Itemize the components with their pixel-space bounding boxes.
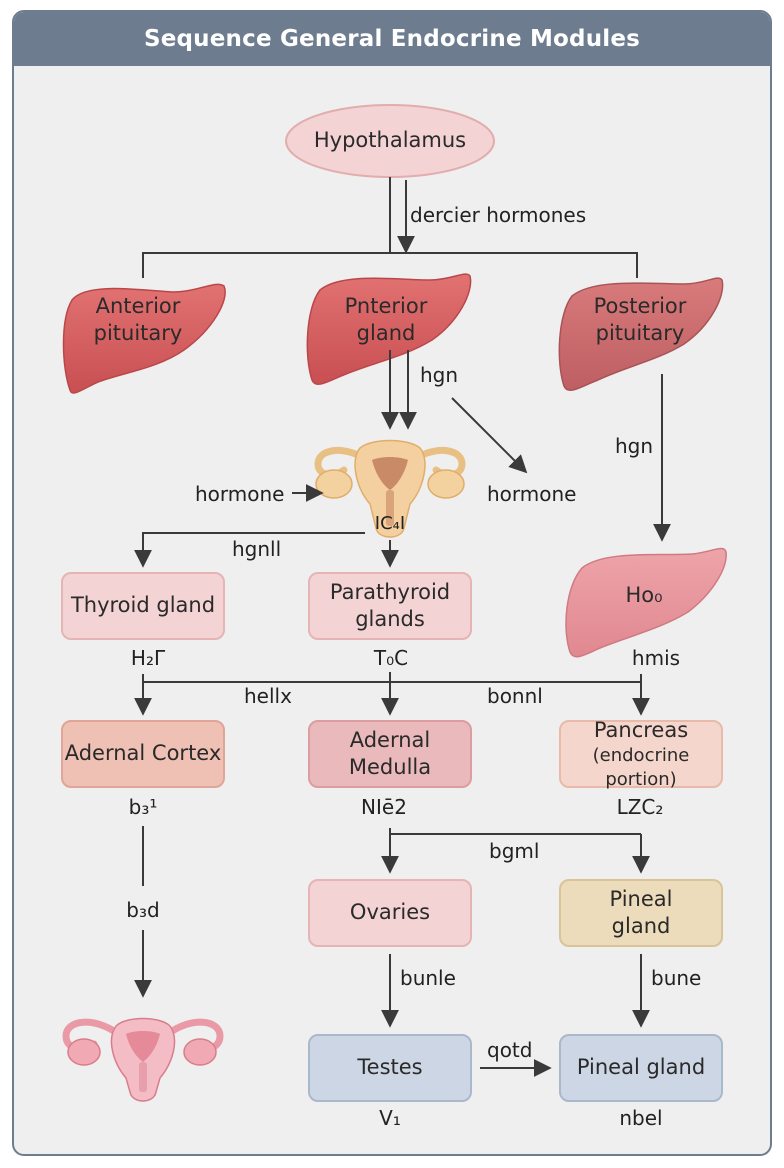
edge-label-lzc: LZC₂	[616, 795, 664, 819]
edge-label-b3-top: b₃¹	[128, 795, 158, 819]
adrenal-medulla-label: Adernal Medulla	[348, 727, 432, 779]
edge-label-c4: IC₄I	[374, 513, 406, 534]
edge-label-h2: H₂Γ	[130, 646, 166, 670]
anterior-pituitary-label: Anterior pituitary	[93, 294, 183, 346]
adrenal-medulla-node: Adernal Medulla	[308, 720, 472, 788]
pineal-gland-bottom-node: Pineal gland	[559, 1034, 723, 1102]
pancreas-node: Pancreas (endocrine portion)	[559, 717, 723, 790]
arrow-to-thyroid	[134, 532, 365, 568]
edge-label-hormone-right: hormone	[487, 482, 577, 506]
edge-label-bgml: bgml	[489, 839, 540, 863]
edge-label-nbel: nbel	[619, 1106, 663, 1130]
ovaries-node: Ovaries	[308, 879, 472, 947]
edge-label-bunle: bunle	[400, 966, 456, 990]
line-top-branch	[142, 252, 638, 278]
edge-label-hormone-left: hormone	[195, 482, 285, 506]
pnterior-gland-label: Pnterior gland	[344, 294, 428, 346]
hypothalamus-label: Hypothalamus	[313, 128, 467, 152]
adrenal-cortex-node: Adernal Cortex	[61, 720, 225, 788]
posterior-pituitary-shape	[558, 277, 724, 391]
ho-label: Ho₀	[625, 583, 663, 607]
ho-organ-shape	[565, 547, 727, 658]
anterior-pituitary-shape	[62, 283, 226, 394]
edge-label-bune: bune	[651, 966, 702, 990]
edge-label-hellx: hellx	[244, 684, 292, 708]
arrow-to-hormone-right	[451, 397, 528, 474]
posterior-pituitary-label: Posterior pituitary	[593, 294, 687, 346]
edge-label-dercier: dercier hormones	[410, 203, 587, 227]
edge-label-hgn-center: hgn	[420, 363, 459, 387]
pineal-gland-bottom-label: Pineal gland	[576, 1055, 706, 1080]
thyroid-gland-node: Thyroid gland	[61, 572, 225, 640]
edge-label-qotd: qotd	[487, 1038, 533, 1062]
pancreas-label: Pancreas	[593, 717, 689, 742]
pineal-gland-top-node: Pineal gland	[559, 879, 723, 947]
edge-label-hmis: hmis	[631, 646, 681, 670]
parathyroid-node: Parathyroid glands	[308, 572, 472, 640]
edge-label-hgnll: hgnll	[232, 537, 282, 561]
ovaries-label: Ovaries	[349, 900, 431, 925]
testes-label: Testes	[357, 1055, 423, 1080]
pancreas-sublabel: (endocrine portion)	[592, 745, 690, 790]
uterus-bottom-illustration	[62, 1017, 224, 1102]
edge-label-bonnl: bonnl	[487, 684, 543, 708]
pineal-gland-top-label: Pineal gland	[609, 886, 673, 938]
edge-label-v1: V₁	[379, 1106, 401, 1130]
edge-label-ni02: NIē2	[361, 795, 407, 819]
uterus-center-illustration	[314, 439, 466, 538]
thyroid-gland-label: Thyroid gland	[70, 593, 216, 618]
testes-node: Testes	[308, 1034, 472, 1102]
edge-label-b3d: b₃d	[126, 898, 160, 922]
parathyroid-label: Parathyroid glands	[329, 579, 451, 631]
diagram-title: Sequence General Endocrine Modules	[143, 26, 641, 52]
pnterior-gland-shape	[306, 273, 472, 385]
edge-label-hgn-right: hgn	[615, 434, 654, 458]
diagram-title-bar: Sequence General Endocrine Modules	[14, 12, 770, 66]
adrenal-cortex-label: Adernal Cortex	[64, 741, 222, 766]
edge-label-toc: T₀C	[373, 646, 409, 670]
